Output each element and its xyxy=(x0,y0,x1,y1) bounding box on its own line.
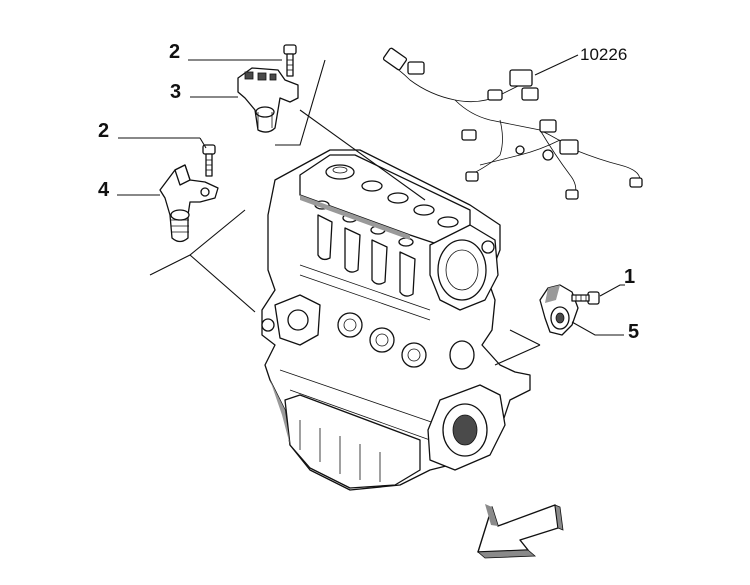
engine-block xyxy=(261,149,531,491)
speed-sensor xyxy=(159,164,219,243)
leader-speed-sensor-to-engine xyxy=(149,209,246,276)
leader-cam-sensor-to-engine-2 xyxy=(299,109,426,201)
callout-speed-sensor: 4 xyxy=(98,179,110,201)
callout-cam-sensor: 3 xyxy=(170,81,181,103)
crankshaft-seal-housing xyxy=(427,384,506,471)
callout-wiring-harness: 10226 xyxy=(580,45,627,64)
leader-speed-sensor-to-engine-2 xyxy=(189,254,256,313)
timing-cover xyxy=(429,224,499,311)
oil-pan xyxy=(284,394,421,489)
knock-sensor xyxy=(539,284,579,336)
leader-knock-sensor xyxy=(571,321,624,336)
wiring-harness xyxy=(382,47,643,200)
bolt-cam-sensor xyxy=(283,44,297,77)
intake-runners xyxy=(299,214,431,321)
callout-bolt-speed-sensor: 2 xyxy=(98,120,109,142)
bolt-knock-sensor xyxy=(571,291,600,305)
callout-bolt-cam-sensor: 2 xyxy=(169,41,180,63)
leader-bolt-knock-sensor xyxy=(599,284,625,297)
leader-cam-sensor-to-engine xyxy=(275,59,326,146)
callout-bolt-knock-sensor: 1 xyxy=(624,266,635,288)
leader-wiring-harness xyxy=(534,54,579,76)
leader-bolt-speed-sensor-2 xyxy=(199,137,207,149)
front-direction-arrow xyxy=(476,504,564,559)
callout-knock-sensor: 5 xyxy=(628,321,639,343)
leader-knock-sensor-to-engine-2 xyxy=(494,344,541,366)
leader-knock-sensor-to-engine xyxy=(509,329,541,346)
cam-sensor xyxy=(237,67,299,133)
bolt-speed-sensor xyxy=(202,144,216,177)
block-side-details xyxy=(261,294,475,441)
